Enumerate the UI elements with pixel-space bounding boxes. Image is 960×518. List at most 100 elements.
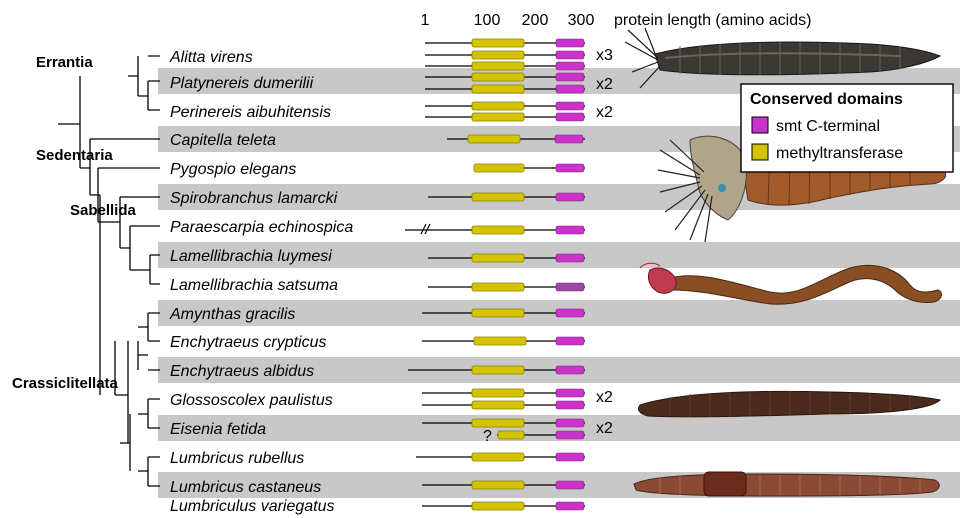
taxon-glossoscolex-paulistus: Glossoscolex paulistus xyxy=(170,392,333,409)
smt-domain xyxy=(556,73,584,81)
protein-perinereis-aibuhitensis: x2 xyxy=(425,102,613,121)
taxon-lumbricus-castaneus: Lumbricus castaneus xyxy=(170,479,321,496)
smt-domain xyxy=(556,309,584,317)
methyltransferase-domain xyxy=(472,51,524,59)
legend-swatch-smt xyxy=(752,117,768,133)
legend-title: Conserved domains xyxy=(750,91,903,108)
methyltransferase-domain xyxy=(472,389,524,397)
smt-domain xyxy=(556,481,584,489)
smt-domain xyxy=(556,389,584,397)
clade-errantia: Errantia xyxy=(36,54,93,71)
smt-domain xyxy=(556,502,584,510)
methyltransferase-domain xyxy=(472,85,524,93)
methyltransferase-domain xyxy=(472,73,524,81)
smt-domain xyxy=(556,453,584,461)
taxon-lamellibrachia-luymesi: Lamellibrachia luymesi xyxy=(170,248,332,265)
taxon-spirobranchus-lamarcki: Spirobranchus lamarcki xyxy=(170,190,338,207)
protein-capitella-teleta xyxy=(447,135,585,143)
taxon-platynereis-dumerilii: Platynereis dumerilii xyxy=(170,75,314,92)
methyltransferase-domain xyxy=(472,502,524,510)
protein-lamellibrachia-satsuma xyxy=(428,283,585,291)
taxon-lumbricus-rubellus: Lumbricus rubellus xyxy=(170,450,304,467)
methyltransferase-domain xyxy=(472,193,524,201)
methyltransferase-domain xyxy=(498,431,524,439)
protein-paraescarpia-echinospica xyxy=(405,224,585,234)
smt-domain xyxy=(556,401,584,409)
taxon-alitta-virens: Alitta virens xyxy=(169,49,253,66)
methyltransferase-domain xyxy=(472,102,524,110)
smt-domain xyxy=(556,39,584,47)
taxon-labels: Alitta virens Platynereis dumerilii Peri… xyxy=(169,49,353,515)
smt-domain xyxy=(555,135,583,143)
axis-title: protein length (amino acids) xyxy=(614,12,811,29)
smt-domain xyxy=(556,102,584,110)
smt-domain xyxy=(556,193,584,201)
smt-domain xyxy=(556,164,584,172)
smt-domain xyxy=(556,254,584,262)
protein-alitta-virens: x3 xyxy=(425,39,613,70)
smt-domain xyxy=(556,226,584,234)
taxon-enchytraeus-albidus: Enchytraeus albidus xyxy=(170,363,314,380)
copy-count: x3 xyxy=(596,47,613,64)
methyltransferase-domain xyxy=(472,366,524,374)
methyltransferase-domain xyxy=(472,283,524,291)
taxon-pygospio-elegans: Pygospio elegans xyxy=(170,161,296,178)
clade-labels: Errantia Sedentaria Sabellida Crassiclit… xyxy=(12,54,137,392)
methyltransferase-domain xyxy=(472,453,524,461)
protein-lumbriculus-variegatus xyxy=(422,502,585,510)
methyltransferase-domain xyxy=(472,309,524,317)
taxon-perinereis-aibuhitensis: Perinereis aibuhitensis xyxy=(170,104,331,121)
smt-domain xyxy=(556,85,584,93)
methyltransferase-domain xyxy=(472,401,524,409)
methyltransferase-domain xyxy=(472,419,524,427)
tick-label-1: 1 xyxy=(421,12,430,29)
clade-crassiclitellata: Crassiclitellata xyxy=(12,375,119,392)
protein-pygospio-elegans xyxy=(474,164,585,172)
smt-domain xyxy=(556,62,584,70)
smt-domain xyxy=(556,283,584,291)
taxon-amynthas-gracilis: Amynthas gracilis xyxy=(169,306,295,323)
taxon-lumbriculus-variegatus: Lumbriculus variegatus xyxy=(170,498,335,515)
smt-domain xyxy=(556,419,584,427)
copy-count: x2 xyxy=(596,420,613,437)
methyltransferase-domain xyxy=(472,481,524,489)
methyltransferase-domain xyxy=(472,113,524,121)
earthworm-glossoscolex-illustration xyxy=(638,391,940,417)
smt-domain xyxy=(556,113,584,121)
legend: Conserved domains smt C-terminal methylt… xyxy=(741,84,953,172)
methyltransferase-domain xyxy=(474,337,526,345)
taxon-paraescarpia-echinospica: Paraescarpia echinospica xyxy=(170,219,353,236)
tick-label-200: 200 xyxy=(522,12,549,29)
taxon-capitella-teleta: Capitella teleta xyxy=(170,132,276,149)
protein-glossoscolex-paulistus: x2 xyxy=(422,389,613,409)
phylogenetic-tree xyxy=(58,56,160,486)
clade-sedentaria: Sedentaria xyxy=(36,147,113,164)
legend-label-methyltransferase: methyltransferase xyxy=(776,145,903,162)
taxon-eisenia-fetida: Eisenia fetida xyxy=(170,421,266,438)
methyltransferase-domain xyxy=(472,62,524,70)
methyltransferase-domain xyxy=(474,164,524,172)
smt-domain xyxy=(556,431,584,439)
smt-domain xyxy=(556,366,584,374)
legend-swatch-methyltransferase xyxy=(752,144,768,160)
clade-sabellida: Sabellida xyxy=(70,202,137,219)
protein-lumbricus-rubellus xyxy=(416,453,585,461)
length-axis: 1 100 200 300 protein length (amino acid… xyxy=(421,12,812,29)
copy-count: x2 xyxy=(596,76,613,93)
methyltransferase-domain xyxy=(472,226,524,234)
smt-domain xyxy=(556,51,584,59)
unknown-start-mark: ? xyxy=(483,428,492,445)
tick-label-100: 100 xyxy=(474,12,501,29)
smt-domain xyxy=(556,337,584,345)
methyltransferase-domain xyxy=(472,254,524,262)
tick-label-300: 300 xyxy=(568,12,595,29)
taxon-lamellibrachia-satsuma: Lamellibrachia satsuma xyxy=(170,277,338,294)
methyltransferase-domain xyxy=(472,39,524,47)
taxon-enchytraeus-crypticus: Enchytraeus crypticus xyxy=(170,334,327,351)
copy-count: x2 xyxy=(596,104,613,121)
legend-label-smt: smt C-terminal xyxy=(776,118,880,135)
protein-enchytraeus-crypticus xyxy=(422,337,585,345)
siboglinid-illustration xyxy=(640,263,941,304)
copy-count: x2 xyxy=(596,389,613,406)
